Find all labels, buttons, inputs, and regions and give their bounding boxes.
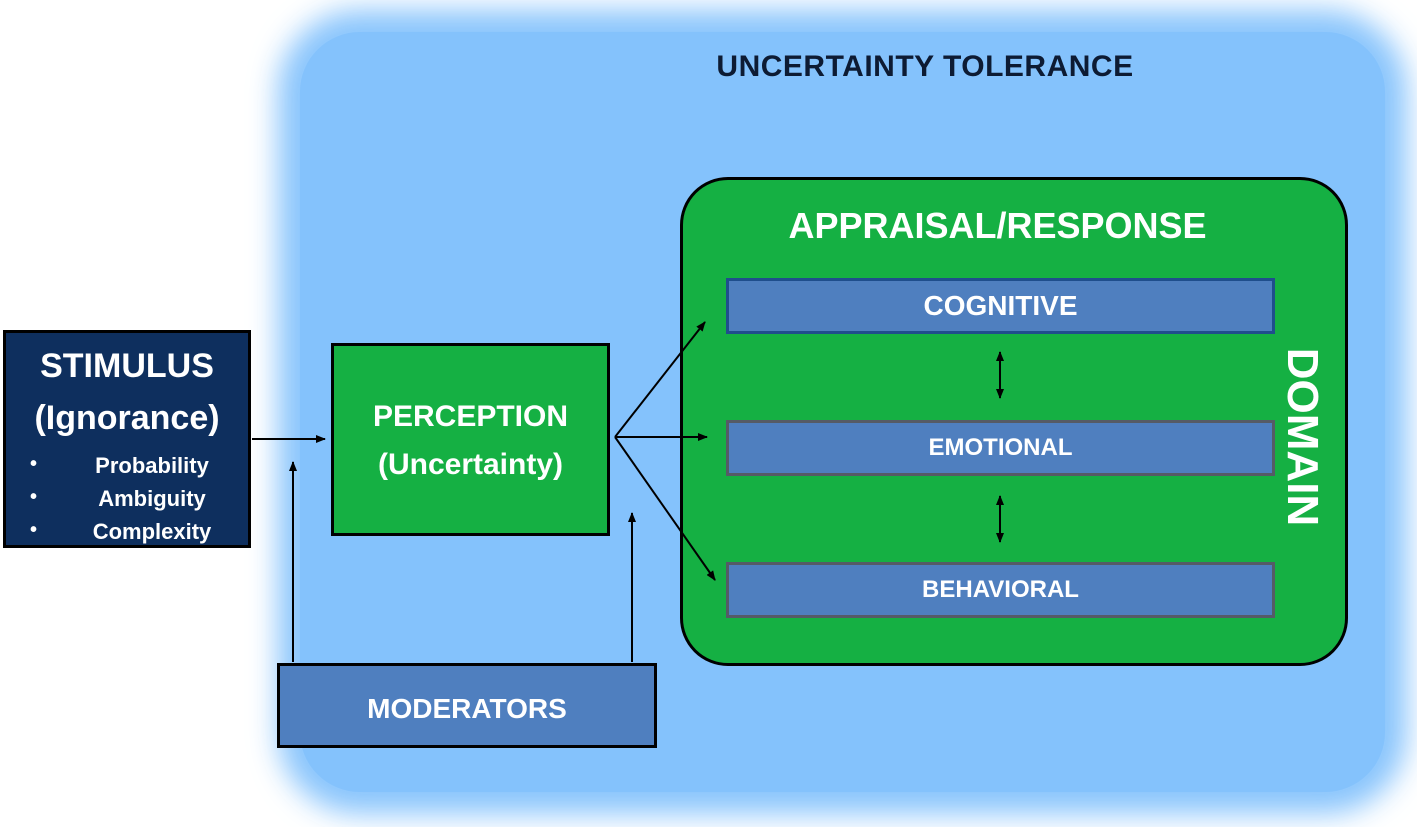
stimulus-item-ambiguity: • Ambiguity bbox=[6, 486, 248, 516]
stimulus-item-label: Ambiguity bbox=[98, 486, 206, 511]
domain-bar-behavioral: BEHAVIORAL bbox=[726, 562, 1275, 618]
bullet-icon: • bbox=[30, 519, 38, 541]
arrow-perception-to-behavioral bbox=[614, 436, 716, 581]
stimulus-item-probability: • Probability bbox=[6, 453, 248, 483]
stimulus-item-label: Probability bbox=[95, 453, 209, 478]
bullet-icon: • bbox=[30, 453, 38, 475]
moderators-box: MODERATORS bbox=[277, 663, 657, 748]
domain-bar-cognitive: COGNITIVE bbox=[726, 278, 1275, 334]
perception-subtitle: (Uncertainty) bbox=[377, 448, 564, 481]
stimulus-subtitle: (Ignorance) bbox=[34, 399, 220, 437]
domain-bar-emotional: EMOTIONAL bbox=[726, 420, 1275, 476]
stimulus-title: STIMULUS bbox=[40, 347, 214, 385]
moderators-label: MODERATORS bbox=[367, 693, 567, 724]
perception-title: PERCEPTION bbox=[372, 400, 569, 433]
perception-box: PERCEPTION (Uncertainty) bbox=[331, 343, 610, 536]
stimulus-item-label: Complexity bbox=[92, 519, 212, 544]
diagram-title: UNCERTAINTY TOLERANCE bbox=[716, 50, 1134, 83]
stimulus-item-complexity: • Complexity bbox=[6, 519, 248, 549]
bullet-icon: • bbox=[30, 486, 38, 508]
stimulus-box: STIMULUS (Ignorance) • Probability • Amb… bbox=[3, 330, 251, 548]
arrow-perception-to-cognitive bbox=[614, 321, 706, 438]
appraisal-response-title: APPRAISAL/RESPONSE bbox=[788, 205, 1207, 246]
